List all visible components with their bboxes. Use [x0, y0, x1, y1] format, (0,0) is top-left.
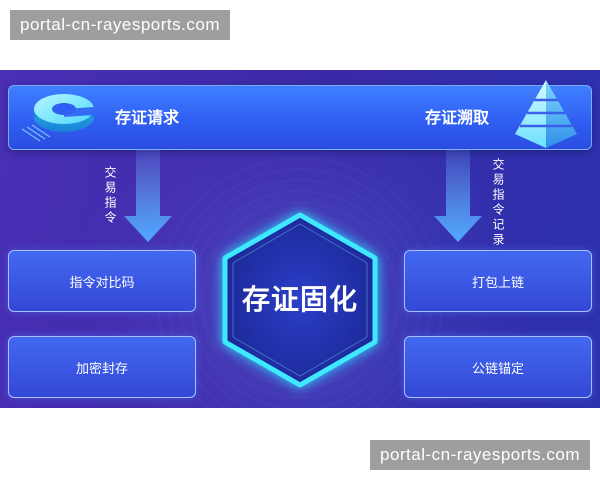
- public-chain-anchor-box: 公链锚定: [404, 336, 592, 398]
- encrypt-seal-box: 加密封存: [8, 336, 196, 398]
- transaction-instruction-label: 交易指令: [103, 166, 117, 226]
- transaction-record-label: 交易指令记录: [491, 158, 505, 248]
- hexagon-shape: [222, 212, 378, 388]
- pack-onchain-box: 打包上链: [404, 250, 592, 312]
- evidence-solidify-label: 存证固化: [241, 283, 358, 316]
- diagram-banner: 存证请求 存证溯取: [0, 70, 600, 408]
- instruction-compare-label: 指令对比码: [69, 275, 135, 291]
- instruction-compare-box: 指令对比码: [8, 250, 196, 312]
- top-bar: 存证请求 存证溯取: [8, 85, 592, 150]
- ring-icon: [21, 94, 94, 142]
- public-chain-anchor-label: 公链锚定: [471, 361, 524, 377]
- watermark-bottom: portal-cn-rayesports.com: [370, 440, 590, 470]
- pyramid-icon: [515, 80, 577, 148]
- center-hexagon: 存证固化: [220, 210, 380, 390]
- down-arrow-icon: [124, 150, 172, 242]
- retrieval-label: 存证溯取: [425, 108, 490, 127]
- down-arrow-icon: [434, 150, 482, 242]
- watermark-top: portal-cn-rayesports.com: [10, 10, 230, 40]
- request-label: 存证请求: [115, 108, 180, 127]
- pack-onchain-label: 打包上链: [471, 275, 524, 291]
- encrypt-seal-label: 加密封存: [75, 361, 128, 377]
